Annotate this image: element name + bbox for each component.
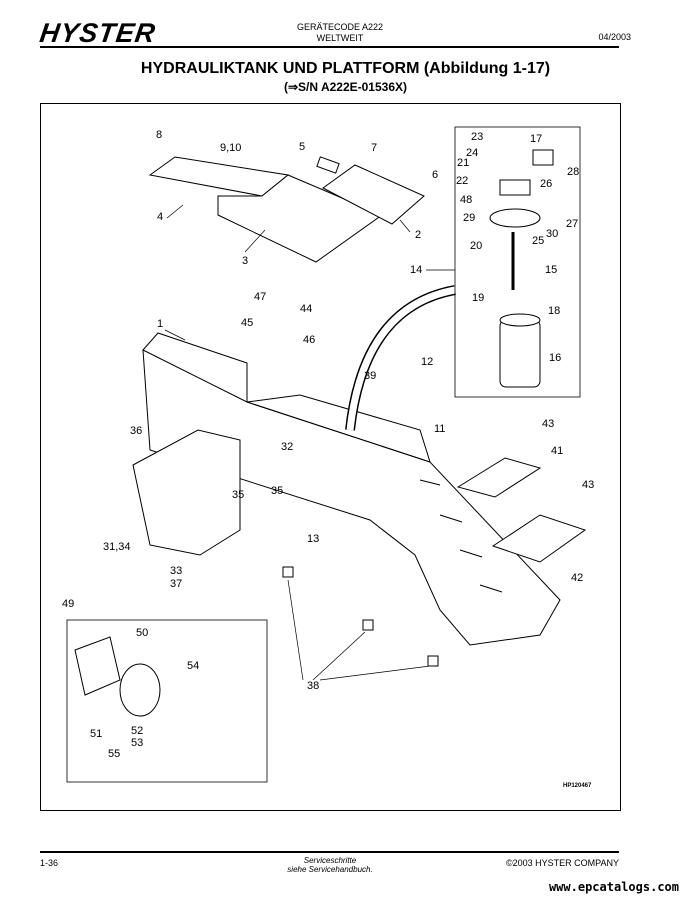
callout-37: 37 xyxy=(170,578,183,590)
callout-9-10: 9,10 xyxy=(220,142,242,154)
callout-46: 46 xyxy=(303,334,316,346)
callout-50: 50 xyxy=(136,627,149,639)
foot-38b xyxy=(362,619,374,631)
region-line: WELTWEIT xyxy=(316,33,364,43)
equipment-code-line: GERÄTECODE A222 xyxy=(296,22,384,32)
foot-38a xyxy=(282,566,294,578)
callout-24: 24 xyxy=(466,147,479,159)
callout-13: 13 xyxy=(307,533,320,545)
revision-date: 04/2003 xyxy=(598,32,631,42)
cooler-assembly-box xyxy=(66,619,268,783)
callout-7: 7 xyxy=(371,142,378,154)
callout-41: 41 xyxy=(551,445,564,457)
callout-3: 3 xyxy=(242,255,249,267)
callout-4: 4 xyxy=(157,211,164,223)
foot-38c xyxy=(427,655,439,667)
callout-43b: 43 xyxy=(582,479,595,491)
callout-15: 15 xyxy=(545,264,558,276)
callout-29: 29 xyxy=(463,212,476,224)
diagram-frame xyxy=(40,103,621,811)
callout-12: 12 xyxy=(421,356,434,368)
step-plate-41 xyxy=(456,457,542,498)
figure-reference: HP120467 xyxy=(563,783,592,789)
callout-21: 21 xyxy=(457,157,470,169)
callout-35a: 35 xyxy=(232,489,245,501)
callout-14: 14 xyxy=(410,264,423,276)
cooler-core-50 xyxy=(74,636,121,696)
footer-rule xyxy=(40,851,619,853)
callout-52: 52 xyxy=(131,725,144,737)
callout-17: 17 xyxy=(530,133,543,145)
callout-26: 26 xyxy=(540,178,553,190)
callout-55: 55 xyxy=(108,748,121,760)
footer-note-line2: siehe Servicehandbuch. xyxy=(287,865,373,874)
callout-28: 28 xyxy=(567,166,580,178)
callout-2: 2 xyxy=(415,229,422,241)
callout-31-34: 31,34 xyxy=(103,541,131,553)
hinge-5 xyxy=(316,156,340,174)
callout-36: 36 xyxy=(130,425,143,437)
callout-19: 19 xyxy=(472,292,485,304)
watermark-url: www.epcatalogs.com xyxy=(548,880,679,894)
side-panel xyxy=(132,429,241,556)
platform-plate-2 xyxy=(322,164,425,225)
callout-8: 8 xyxy=(156,129,163,141)
filter-assembly-box xyxy=(454,126,581,398)
platform-plate-4 xyxy=(148,156,290,197)
tank-steps xyxy=(419,479,503,593)
equipment-code: GERÄTECODE A222 WELTWEIT xyxy=(270,22,410,44)
step-plate-42 xyxy=(491,514,587,563)
page-subtitle: (⇒S/N A222E-01536X) xyxy=(284,80,407,94)
callout-35b: 35 xyxy=(271,485,284,497)
callout-33: 33 xyxy=(170,565,183,577)
callout-39: 39 xyxy=(364,370,377,382)
breather-17 xyxy=(532,149,554,166)
callout-30: 30 xyxy=(546,228,559,240)
callout-49: 49 xyxy=(62,598,75,610)
flange-29 xyxy=(489,208,541,228)
filter-cap-48 xyxy=(499,179,531,196)
cooler-fan-52 xyxy=(119,663,161,717)
callout-47: 47 xyxy=(254,291,267,303)
callout-44: 44 xyxy=(300,303,313,315)
callout-23: 23 xyxy=(471,131,484,143)
callout-5: 5 xyxy=(299,141,306,153)
callout-27: 27 xyxy=(566,218,579,230)
filter-housing-16 xyxy=(499,319,541,388)
callout-38: 38 xyxy=(307,680,320,692)
header-rule xyxy=(40,46,619,48)
page-title: HYDRAULIKTANK UND PLATTFORM (Abbildung 1… xyxy=(140,60,551,77)
callout-48: 48 xyxy=(460,194,473,206)
tank-top xyxy=(246,394,431,463)
callout-32: 32 xyxy=(281,441,294,453)
callout-20: 20 xyxy=(470,240,483,252)
callout-1: 1 xyxy=(157,318,164,330)
callout-25: 25 xyxy=(532,235,545,247)
footer-note: Serviceschritte siehe Servicehandbuch. xyxy=(255,856,405,874)
callout-53: 53 xyxy=(131,737,144,749)
callout-16: 16 xyxy=(549,352,562,364)
callout-18: 18 xyxy=(548,305,561,317)
callout-6: 6 xyxy=(432,169,439,181)
callout-43a: 43 xyxy=(542,418,555,430)
page-number: 1-36 xyxy=(40,858,59,868)
callout-11: 11 xyxy=(434,423,446,435)
copyright: ©2003 HYSTER COMPANY xyxy=(506,858,619,868)
callout-54: 54 xyxy=(187,660,200,672)
callout-45: 45 xyxy=(241,317,254,329)
callout-42: 42 xyxy=(571,572,584,584)
callout-51: 51 xyxy=(90,728,103,740)
footer-note-line1: Serviceschritte xyxy=(303,856,357,865)
callout-22: 22 xyxy=(456,175,469,187)
